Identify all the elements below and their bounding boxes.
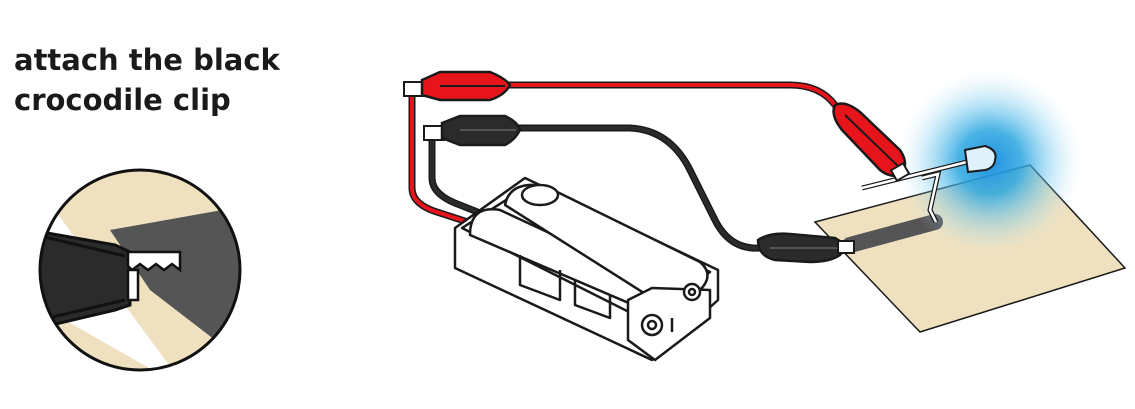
red-clip-right	[832, 102, 911, 183]
instruction-line-1: attach the black	[14, 43, 280, 77]
black-clip-right	[756, 232, 855, 264]
clip-closeup-icon	[38, 168, 242, 372]
red-wire	[408, 81, 851, 230]
led-icon	[861, 144, 997, 224]
battery-holder-icon	[453, 176, 720, 362]
black-clip-left	[423, 114, 522, 147]
instruction-line-2: crocodile clip	[14, 83, 231, 117]
red-clip-left	[403, 70, 512, 102]
instruction-title: attach the black crocodile clip	[14, 40, 314, 120]
black-wire	[428, 124, 761, 252]
